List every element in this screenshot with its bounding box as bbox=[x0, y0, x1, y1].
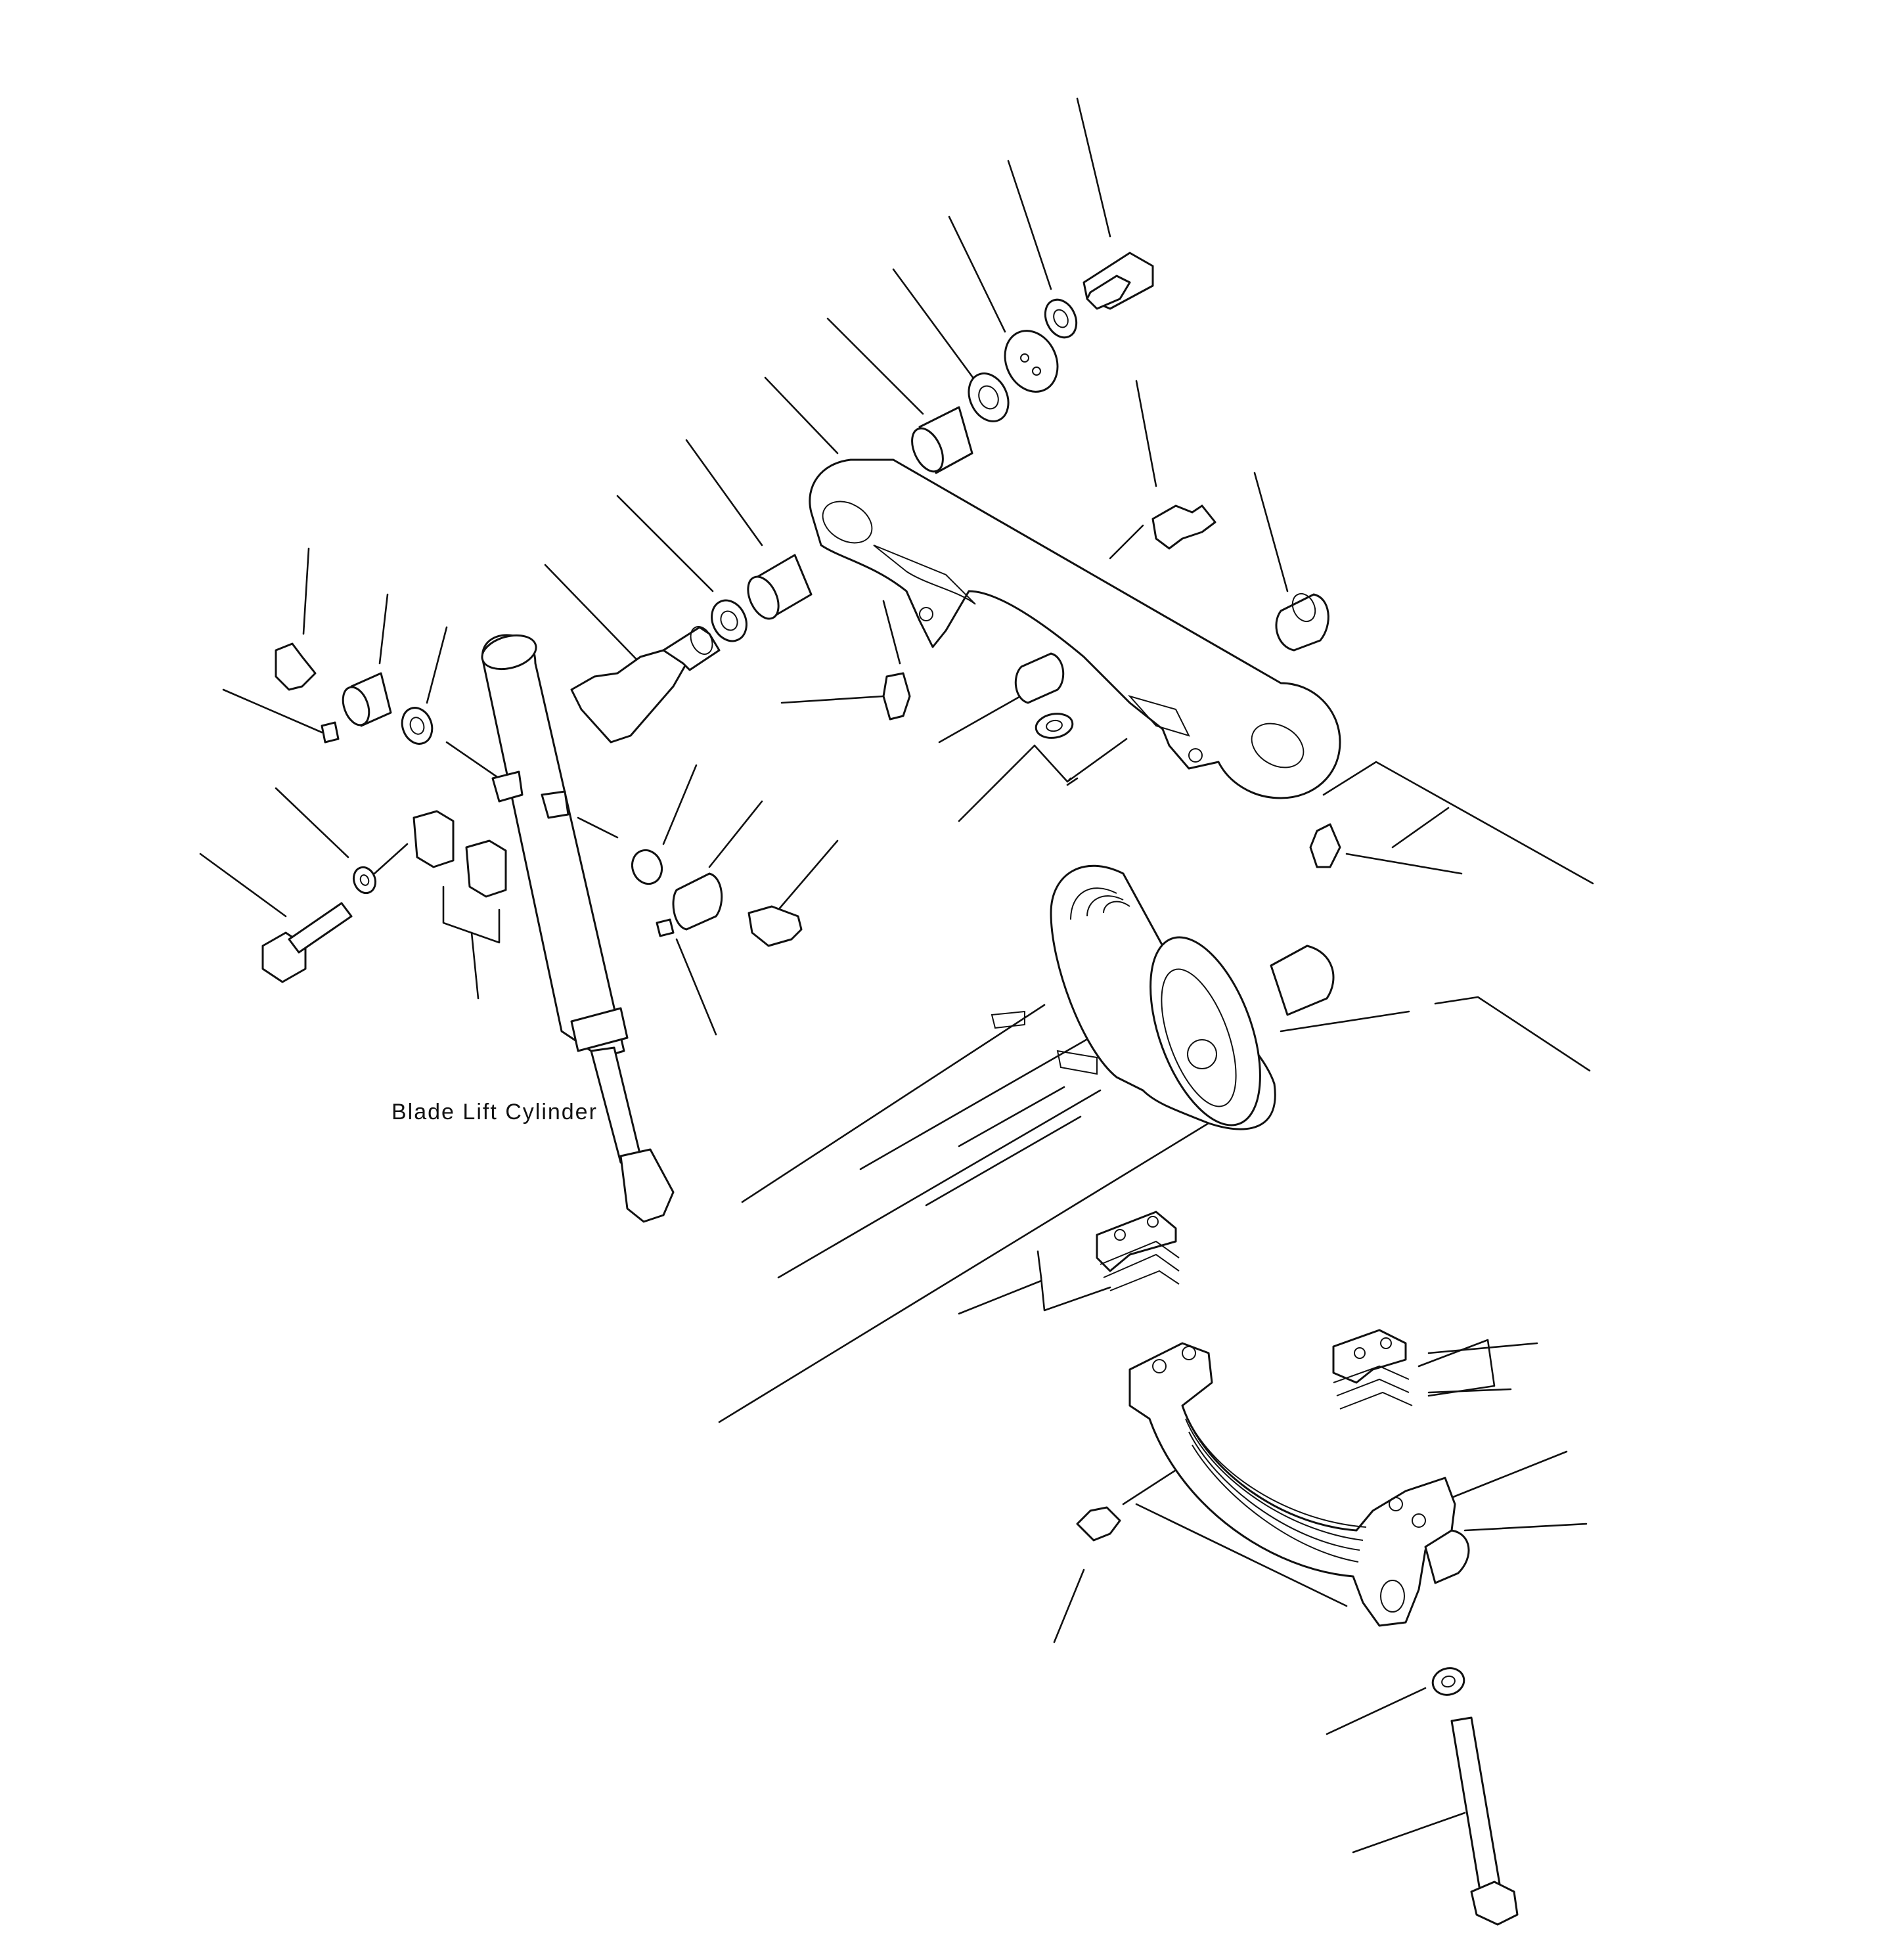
equalizer-bar bbox=[810, 460, 1340, 798]
frame-outline bbox=[719, 762, 1593, 1422]
blade-lift-cylinder-label: Blade Lift Cylinder bbox=[391, 1100, 598, 1125]
shim-stack-left bbox=[1097, 1212, 1179, 1291]
left-pin-stack bbox=[263, 673, 722, 982]
blade-lift-cylinder bbox=[478, 630, 673, 1222]
grease-fittings bbox=[276, 506, 1340, 1540]
lower-bolt-assembly bbox=[1430, 1664, 1517, 1925]
shim-stack-right bbox=[1333, 1330, 1412, 1409]
upper-pin-stack bbox=[571, 253, 1328, 742]
leader-lines bbox=[200, 99, 1586, 1852]
lower-bearing-cap bbox=[1130, 1343, 1469, 1626]
axle-pivot-drum bbox=[992, 866, 1333, 1140]
